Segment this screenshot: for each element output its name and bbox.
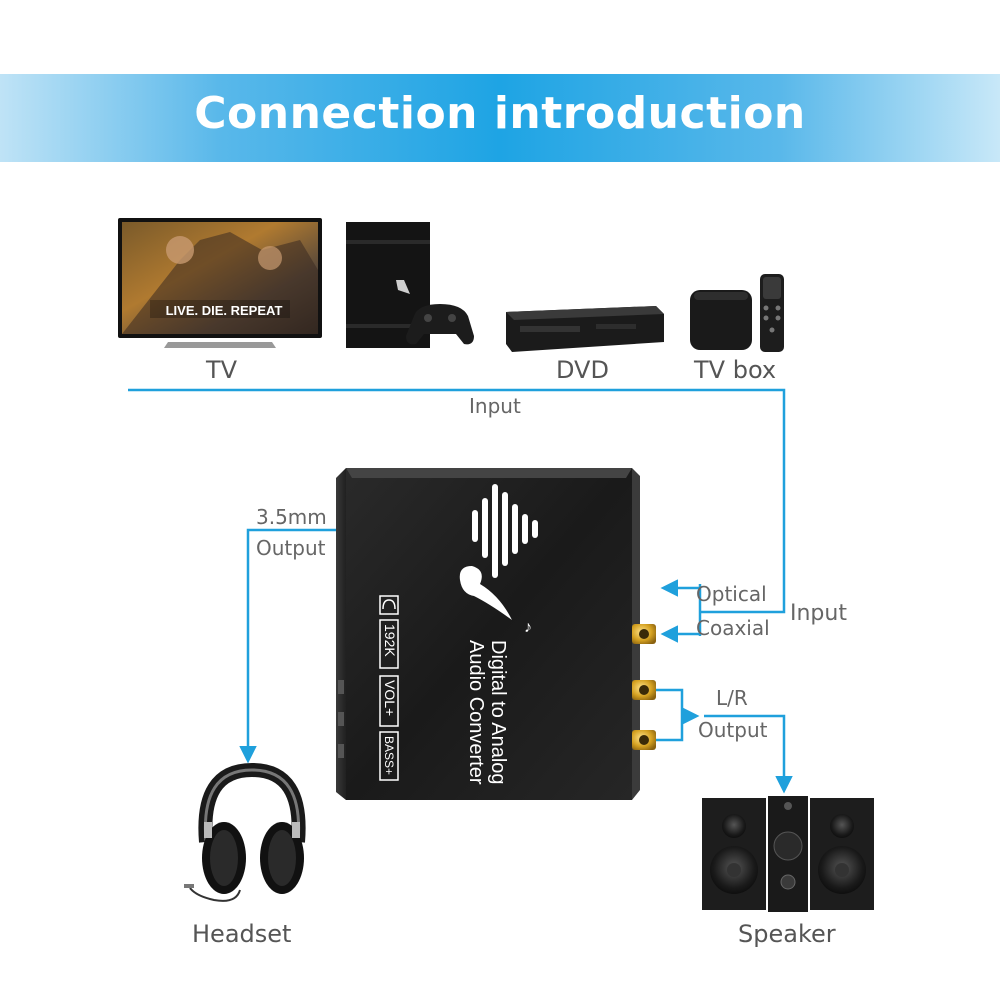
input-label: Input [469, 394, 521, 418]
speaker-device [702, 796, 874, 912]
headset-device [184, 762, 306, 902]
converter-text-2: Audio Converter [465, 640, 487, 785]
svg-text:VOL+: VOL+ [382, 680, 398, 716]
right-input-label: Input [790, 601, 847, 626]
button-bass-plus: BASS+ [379, 731, 399, 781]
optical-label: Optical [696, 582, 767, 606]
headphone-icon [379, 595, 399, 615]
output-3-5mm-label: 3.5mm [256, 505, 327, 529]
input-line [128, 388, 786, 614]
svg-text:BASS+: BASS+ [382, 736, 396, 775]
tv-screen-text: LIVE. DIE. REPEAT [166, 303, 283, 318]
headset-label: Headset [192, 920, 292, 948]
button-vol-plus: VOL+ [379, 675, 399, 727]
dvd-label: DVD [556, 356, 609, 384]
lr-output-label: Output [698, 718, 768, 742]
button-192k: 192K [379, 619, 399, 669]
tv-device: LIVE. DIE. REPEAT [118, 218, 322, 348]
connection-lines [128, 388, 793, 794]
headset-arrow [239, 528, 336, 764]
page-title: Connection introduction [194, 88, 806, 139]
speaker-label: Speaker [738, 920, 836, 948]
coaxial-label: Coaxial [696, 616, 770, 640]
coaxial-jack [632, 624, 656, 644]
svg-text:♪: ♪ [524, 619, 532, 636]
speaker-arrow [704, 714, 793, 794]
tvbox-device [690, 274, 784, 352]
tv-label: TV [206, 356, 238, 384]
tvbox-label: TV box [694, 356, 777, 384]
dac-converter: ♪ Digital to Analog Audio Converter 192K… [336, 468, 656, 800]
lr-label: L/R [716, 686, 748, 710]
rca-left-jack [632, 680, 656, 700]
svg-text:192K: 192K [382, 624, 398, 657]
converter-text-1: Digital to Analog [487, 640, 509, 785]
rca-right-jack [632, 730, 656, 750]
waveform-logo [472, 484, 538, 578]
game-console-device [346, 222, 474, 348]
title-banner: Connection introduction [0, 74, 1000, 162]
output-3-5mm-sublabel: Output [256, 536, 326, 560]
dvd-device [506, 306, 664, 352]
